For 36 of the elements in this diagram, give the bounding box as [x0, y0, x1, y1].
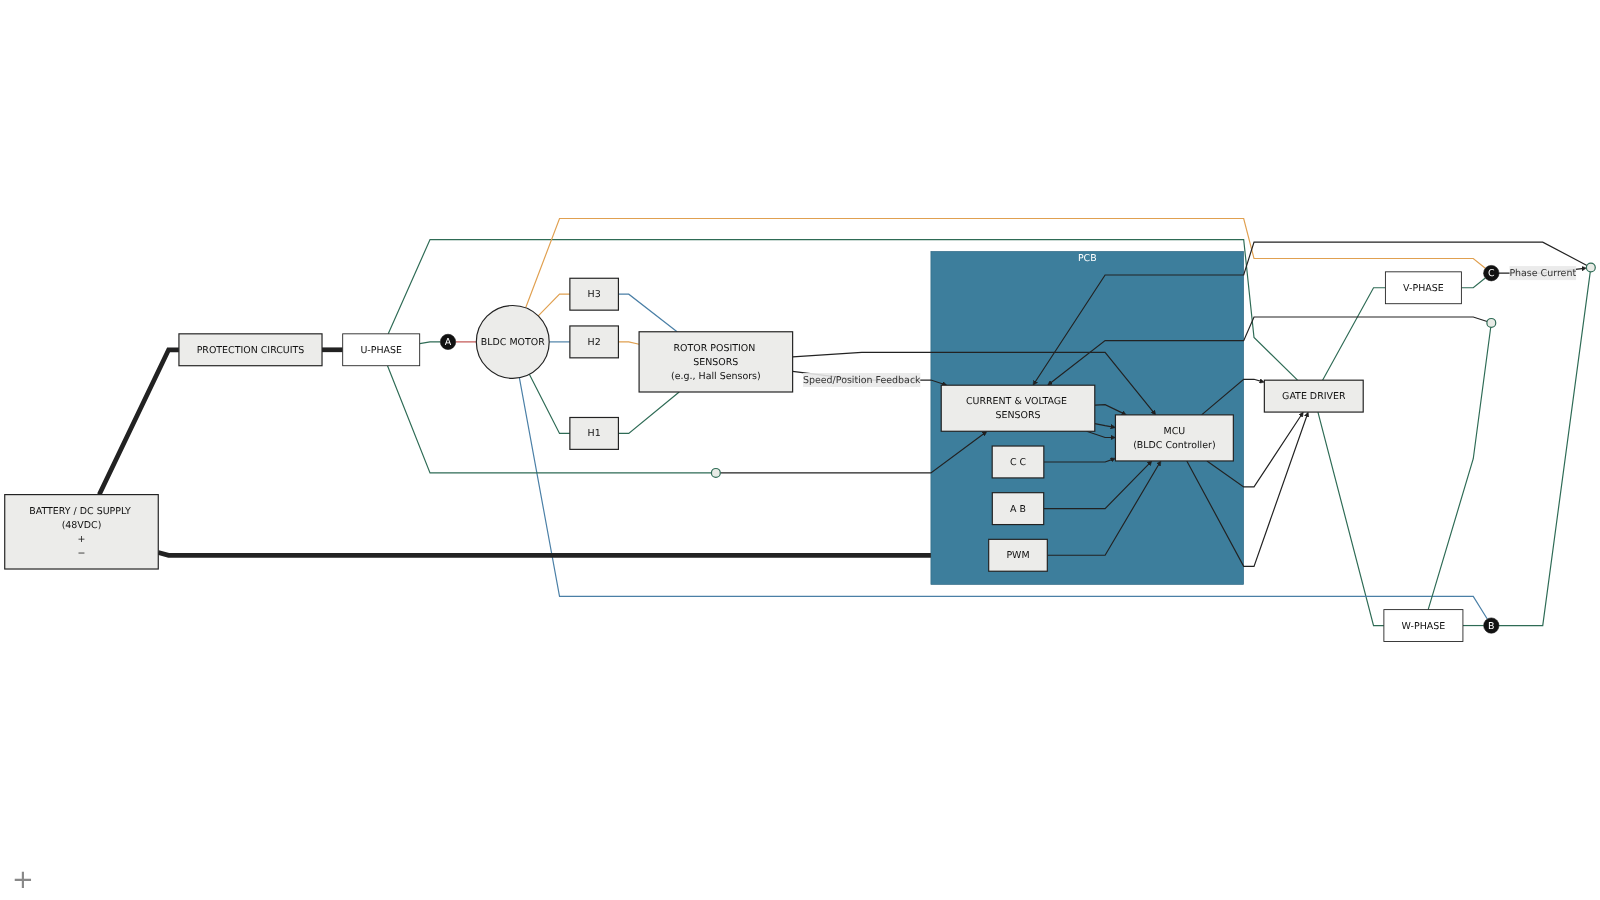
arrow	[1186, 411, 1310, 567]
connector	[419, 341, 441, 345]
connector	[1322, 287, 1386, 381]
node-circle	[710, 467, 721, 478]
arrow	[1094, 423, 1116, 430]
connector	[97, 347, 179, 496]
connector	[518, 377, 1488, 620]
arrow	[1086, 430, 1116, 441]
arrow	[1043, 457, 1116, 463]
connector	[548, 341, 571, 343]
connector	[1462, 624, 1485, 627]
connector	[617, 391, 680, 434]
connector	[617, 341, 640, 345]
connector	[528, 373, 571, 434]
arrow	[1046, 460, 1162, 556]
arrow	[1206, 411, 1304, 488]
connector	[322, 347, 343, 353]
connector	[1317, 411, 1385, 627]
connector	[525, 217, 1486, 309]
connector	[1498, 271, 1591, 627]
arrow	[1043, 460, 1153, 510]
connector	[537, 293, 571, 317]
connector	[617, 293, 678, 333]
connector	[1427, 326, 1492, 611]
connector	[1460, 277, 1486, 289]
arrow	[1094, 404, 1127, 416]
connector	[157, 550, 931, 558]
connector	[387, 238, 1299, 381]
connector	[386, 365, 712, 474]
arrow	[1047, 316, 1488, 386]
connector	[455, 341, 477, 343]
arrow	[1201, 378, 1265, 416]
node-circle	[1486, 317, 1497, 328]
node-circle	[1585, 262, 1596, 273]
terminal-label: +	[12, 866, 34, 896]
arrow	[719, 431, 988, 474]
